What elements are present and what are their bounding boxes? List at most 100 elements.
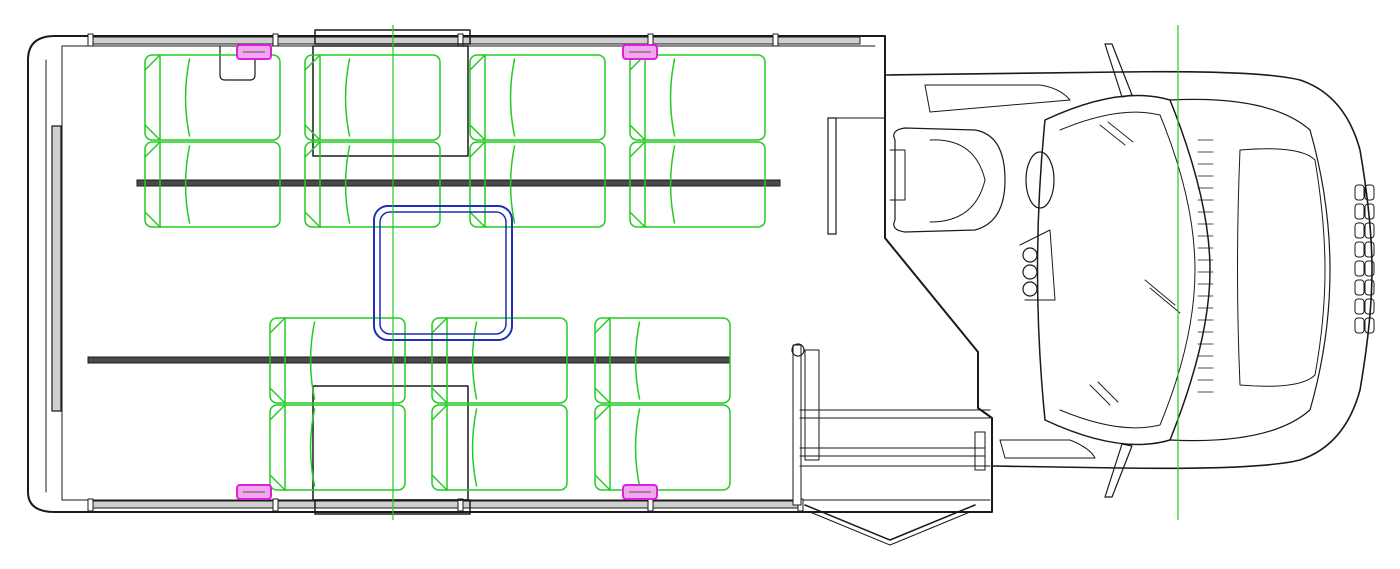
steering-wheel [1025,151,1055,209]
seat-cushion-line [509,58,516,137]
seat-base [144,54,281,141]
window-frame-upper [312,45,469,157]
grab-rails [87,179,781,364]
grille-slot [1354,222,1365,239]
passenger-seat [269,404,406,491]
grille-slot [1364,203,1375,220]
handrail-knob [791,343,805,357]
windshield-reflection [1149,287,1181,314]
entry-door-folded [804,504,976,541]
passenger-seat [594,404,731,491]
passenger-seat [431,404,568,491]
body-inner-wall [61,45,991,501]
seat-armrest [629,141,646,228]
restraint-anchor [236,44,272,60]
grille-slot [1354,317,1365,334]
seat-armrest [629,54,646,141]
cab-section [884,43,1375,498]
passenger-seat [431,317,568,404]
seat-cushion-line [669,58,676,137]
pedal [1022,264,1038,280]
windshield-reflection [1144,279,1176,306]
passenger-seat [629,54,766,141]
seat-armrest [269,404,286,491]
grille-slot [1364,298,1375,315]
seat-base [629,54,766,141]
bus-body [27,29,993,546]
windshield-reflection [1099,124,1126,146]
body-outline [27,35,993,513]
window-pillar-top [272,33,279,47]
storage-box [219,45,256,81]
seat-cushion-line [344,58,351,137]
seat-armrest [144,141,161,228]
left-mirror [1104,43,1133,98]
seat-base [594,404,731,491]
seat-armrest [431,317,448,404]
grille-slot [1364,184,1375,201]
door-latch [974,431,986,471]
passenger-seat [469,54,606,141]
window-pillar-bottom [272,498,279,512]
windshield-reflection [1089,384,1111,406]
seat-armrest [469,141,486,228]
rear-bumper [51,125,62,412]
wheelchair-position [373,205,513,341]
driver-door-panel [924,84,1071,113]
seat-armrest [304,54,321,141]
windshield [1036,94,1211,446]
seat-base [144,141,281,228]
hood [1169,98,1331,442]
seat-armrest [144,54,161,141]
door-post-outer [792,344,802,506]
window-pillar-top [87,33,94,47]
grille-slot [1364,241,1375,258]
seat-cushion-line [471,408,478,487]
wheelchair-restraints [236,44,658,500]
passenger-seat [594,317,731,404]
seat-cushion-line [634,408,641,487]
windshield-reflection [1097,381,1119,403]
pedal [1022,247,1038,263]
seat-armrest [594,404,611,491]
window-pillar-top [772,33,779,47]
passenger-seat [469,141,606,228]
bulkhead-partition [827,117,837,235]
seat-cushion-line [471,321,478,400]
seat-armrest [304,141,321,228]
wheelchair-zone-inner [379,211,507,335]
window-frame-lower [312,385,469,501]
seat-armrest [269,317,286,404]
passenger-door-panel [999,439,1096,459]
grille-slot [1354,203,1365,220]
seat-cushion-line [669,145,676,224]
seat-base [594,317,731,404]
driver-seat-cushion [929,139,986,223]
hood-panel [1237,148,1326,387]
seat-armrest [594,317,611,404]
seat-cushion-line [509,145,516,224]
upper-grab-rail [136,179,781,187]
seat-base [269,317,406,404]
right-window-strip [89,500,801,509]
window-pillar-bottom [87,498,94,512]
grille-slot [1364,260,1375,277]
seat-base [304,54,441,141]
restraint-anchor [622,44,658,60]
restraint-anchor [622,484,658,500]
entry-door-swing [809,511,971,546]
seat-cushion-line [184,145,191,224]
left-window-strip [89,36,861,45]
seat-layout [144,54,766,491]
seat-base [469,141,606,228]
restraint-anchor [236,484,272,500]
seat-cushion-line [344,145,351,224]
passenger-seat [144,141,281,228]
pedal-box [1019,229,1056,301]
seat-base [304,141,441,228]
cab-outline [884,70,1373,470]
seat-cushion-line [634,321,641,400]
passenger-seat [144,54,281,141]
seat-base [629,141,766,228]
